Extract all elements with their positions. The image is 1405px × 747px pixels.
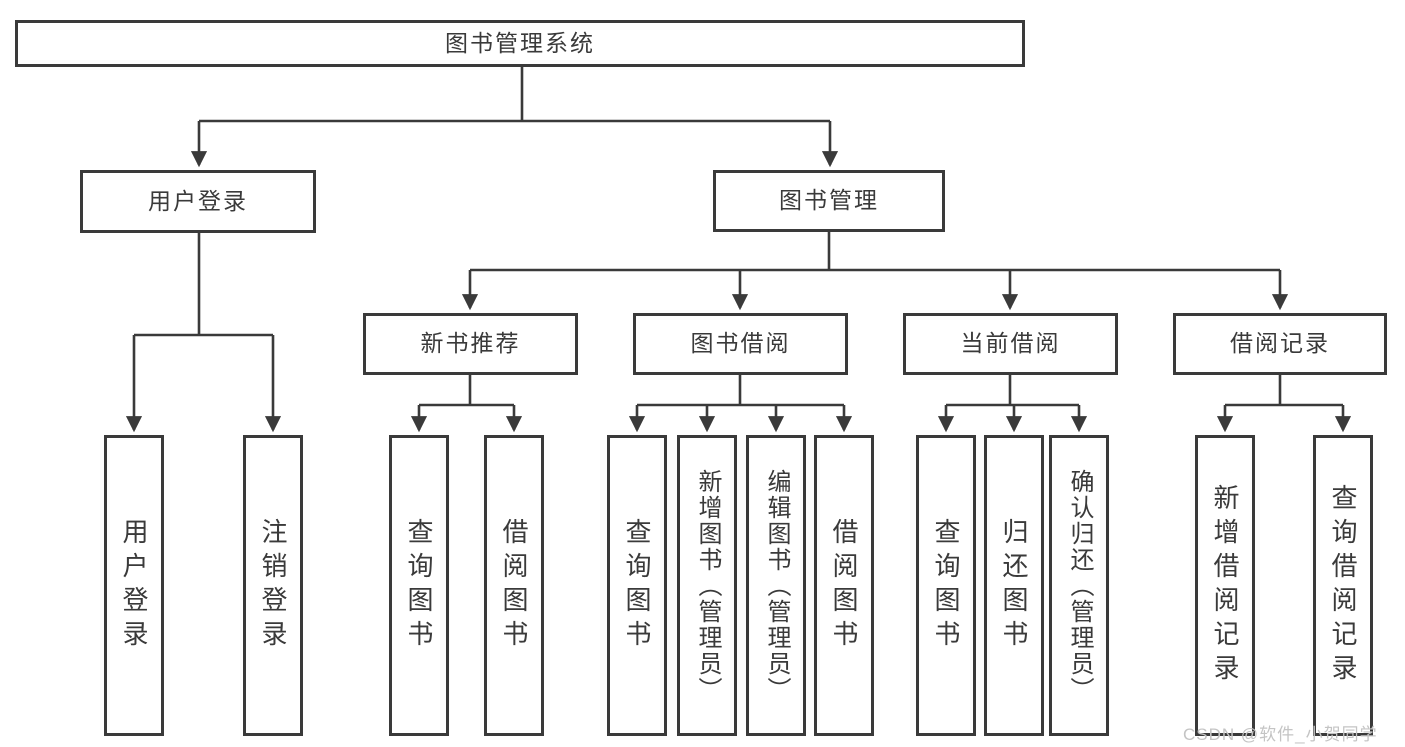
leaf-user-login: 用户登录 (104, 435, 164, 736)
leaf-recommend-query-books: 查询图书 (389, 435, 449, 736)
leaf-recommend-borrow-books: 借阅图书 (484, 435, 544, 736)
node-book-management-branch: 图书管理 (713, 170, 945, 232)
leaf-edit-books-admin: 编辑图书（管理员） (746, 435, 806, 736)
leaf-current-query-books: 查询图书 (916, 435, 976, 736)
leaf-query-borrow-record: 查询借阅记录 (1313, 435, 1373, 736)
node-new-book-recommend: 新书推荐 (363, 313, 578, 375)
leaf-add-books-admin: 新增图书（管理员） (677, 435, 737, 736)
leaf-return-books: 归还图书 (984, 435, 1044, 736)
leaf-add-borrow-record: 新增借阅记录 (1195, 435, 1255, 736)
csdn-watermark: CSDN @软件_小贺同学 (1183, 725, 1378, 744)
node-borrowing-records: 借阅记录 (1173, 313, 1387, 375)
leaf-logout: 注销登录 (243, 435, 303, 736)
node-root: 图书管理系统 (15, 20, 1025, 67)
leaf-confirm-return-admin: 确认归还（管理员） (1049, 435, 1109, 736)
node-book-borrowing: 图书借阅 (633, 313, 848, 375)
node-user-login-branch: 用户登录 (80, 170, 316, 233)
leaf-borrow-books: 借阅图书 (814, 435, 874, 736)
leaf-borrowing-query-books: 查询图书 (607, 435, 667, 736)
node-current-borrowing: 当前借阅 (903, 313, 1118, 375)
